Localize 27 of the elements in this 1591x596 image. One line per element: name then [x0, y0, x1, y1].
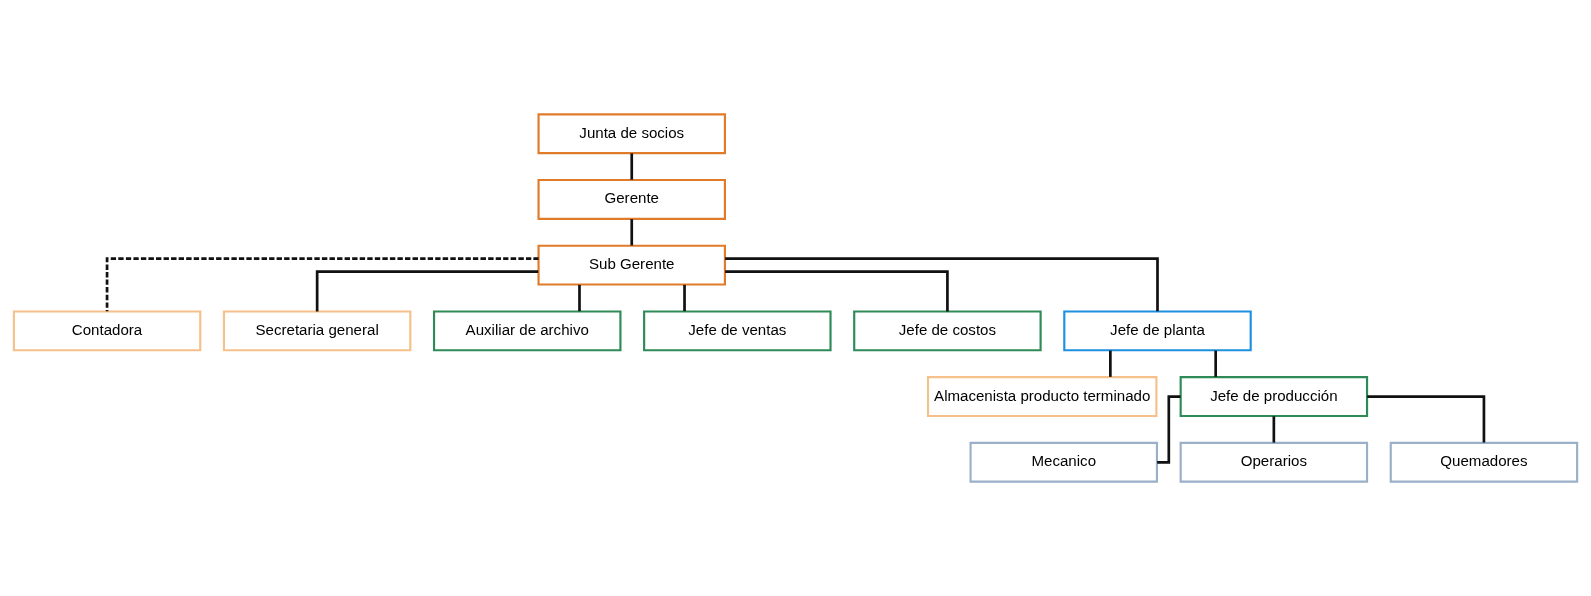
node-box: Gerente — [537, 178, 726, 220]
node-box: Auxiliar de archivo — [432, 310, 622, 352]
connector — [315, 270, 539, 312]
connector — [1109, 350, 1112, 377]
node-box: Quemadores — [1389, 441, 1579, 483]
connector — [725, 270, 949, 312]
connector — [1367, 395, 1486, 443]
node-box: Sub Gerente — [537, 244, 726, 286]
connector — [683, 284, 686, 312]
node-box: Junta de socios — [537, 113, 726, 155]
connector — [725, 257, 1159, 312]
node-box: Jefe de ventas — [643, 310, 832, 352]
connector — [578, 284, 581, 312]
connector — [630, 153, 634, 180]
connector — [105, 257, 539, 312]
node-box: Mecanico — [969, 441, 1159, 483]
node-box: Operarios — [1179, 441, 1369, 483]
node-box: Secretaria general — [222, 310, 412, 352]
node-box: Contadora — [12, 310, 202, 352]
connector — [1214, 350, 1217, 377]
connector — [630, 219, 634, 246]
node-box: Jefe de costos — [853, 310, 1042, 352]
node-box: Jefe de planta — [1063, 310, 1252, 352]
connector — [1157, 395, 1181, 464]
connector — [1272, 416, 1276, 443]
node-box: Almacenista producto terminado — [926, 376, 1158, 418]
node-box: Jefe de producción — [1179, 376, 1369, 418]
